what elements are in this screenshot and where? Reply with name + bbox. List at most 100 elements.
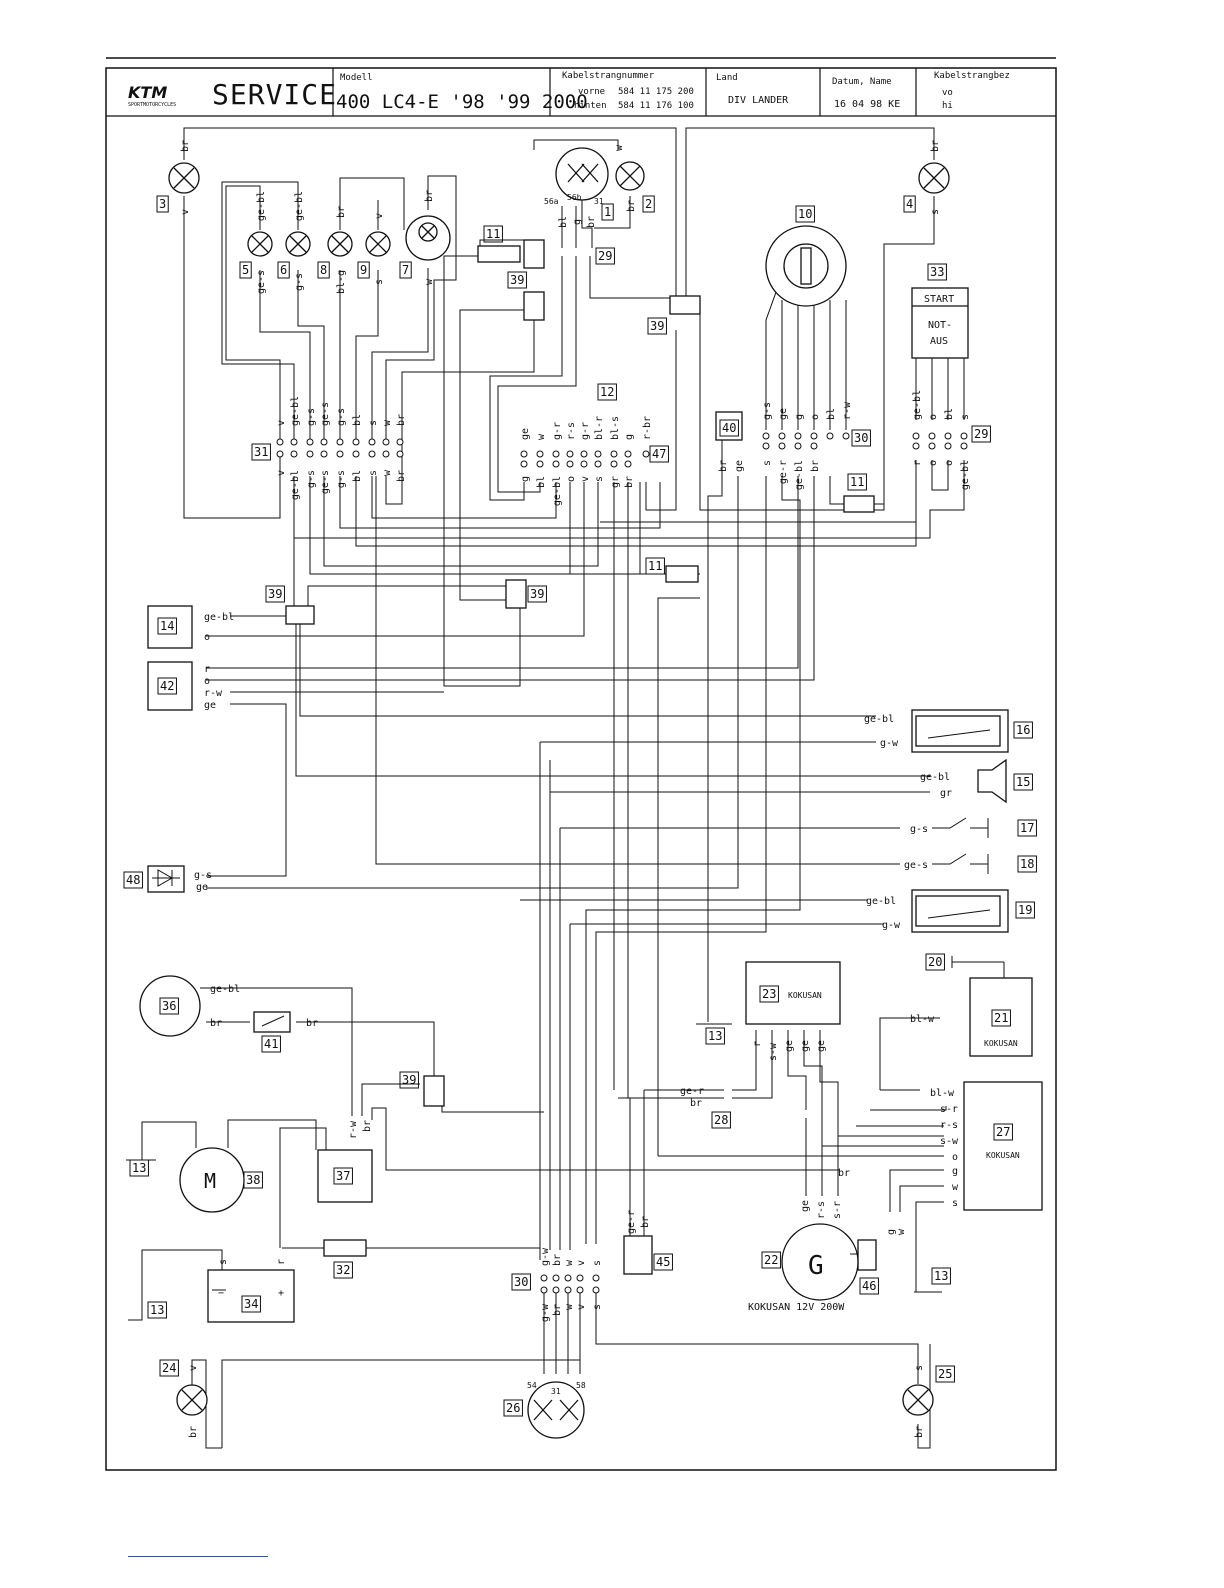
connector-31-bottom-pin [306, 450, 314, 458]
label-29-a: 29 [598, 249, 612, 263]
connector-31-bottom-wire-label: s [368, 470, 379, 476]
connector-47-bottom-wire-label: br [624, 476, 635, 488]
country-label: Land [716, 73, 738, 83]
lamp-5-icon [247, 231, 273, 257]
label-box [795, 205, 815, 223]
terminal-31: 31 [594, 197, 604, 206]
label-26: 26 [506, 1401, 520, 1415]
label-box [333, 1167, 353, 1185]
connector-47-bottom-pin [594, 460, 602, 468]
wire-27-b: s-r [940, 1104, 958, 1115]
connector-31-bottom-pin [276, 450, 284, 458]
connector-31-bottom-pin [352, 450, 360, 458]
connector-31-top-pin [382, 438, 390, 446]
wire-27-g: g [952, 1166, 958, 1177]
label-box [317, 261, 330, 279]
generator-caption: KOKUSAN 12V 200W [748, 1302, 845, 1313]
label-31: 31 [254, 445, 268, 459]
label-box [503, 1399, 523, 1417]
label-3: 3 [159, 197, 166, 211]
fuse-11-right [843, 495, 875, 513]
connector-47-top-wire-label: bl-r [594, 416, 605, 440]
connector-29-bottom-wire-label: o [944, 460, 955, 466]
label-28: 28 [714, 1113, 728, 1127]
connector-39-d [285, 605, 315, 625]
wire-37-a: r-w [348, 1120, 359, 1139]
label-box [711, 1111, 731, 1129]
label-18: 18 [1020, 857, 1034, 871]
lamp-2-icon [615, 161, 645, 191]
connector-30b-bottom-wire-label: s [592, 1304, 603, 1310]
wire-3-b: br [180, 140, 191, 152]
wire-34-b: r [276, 1259, 287, 1265]
wire-9-a: v [374, 213, 385, 219]
wire-25-b: br [914, 1426, 925, 1438]
connector-30-top-pin [794, 432, 802, 440]
connector-31-top-wire-label: s [368, 420, 379, 426]
label-box [399, 261, 412, 279]
wire-41: br [306, 1018, 318, 1029]
motor-symbol: M [204, 1169, 216, 1193]
label-box [1013, 773, 1033, 791]
connector-31-bottom-pin [336, 450, 344, 458]
fuse-11-middle [665, 565, 699, 583]
wire-19-b: g-w [882, 920, 901, 931]
label-box [993, 1123, 1013, 1141]
connector-29-top-pin [944, 432, 952, 440]
label-13-b: 13 [132, 1161, 146, 1175]
label-box [597, 383, 617, 401]
label-box [971, 425, 991, 443]
connector-30b-top-pin [576, 1274, 584, 1282]
label-10: 10 [798, 207, 812, 221]
connector-31-bottom-wire-label: bl [352, 470, 363, 482]
connector-47-bottom-pin [520, 460, 528, 468]
switch-19 [911, 889, 1009, 933]
connector-47-bottom-pin [610, 460, 618, 468]
component-42 [147, 661, 193, 711]
lamp-3-icon [168, 162, 200, 194]
relay-37 [317, 1149, 373, 1203]
connector-47-bottom-pin [552, 460, 560, 468]
connector-47-top-wire-label: bl-s [610, 416, 621, 440]
connector-31-bottom-wire-label: v [276, 470, 287, 476]
wire-23-d: ge [800, 1040, 811, 1052]
connector-31-top-wire-label: v [276, 420, 287, 426]
wire-16-a: ge-bl [864, 714, 894, 725]
label-39-c: 39 [268, 587, 282, 601]
fuse-11-top [477, 245, 521, 263]
connector-47-top-pin [594, 450, 602, 458]
label-17: 17 [1020, 821, 1034, 835]
connector-31-top-pin [306, 438, 314, 446]
label-40: 40 [722, 421, 736, 435]
label-box [277, 261, 290, 279]
speedo-lamp-7-icon [405, 215, 451, 261]
connector-30-bottom-wire-label: ge-bl [794, 460, 805, 490]
connector-30b-bottom-pin [564, 1286, 572, 1294]
connector-30b-top-pin [552, 1274, 560, 1282]
connector-31-top-pin [290, 438, 298, 446]
label-box [157, 617, 177, 635]
wire-45-a: ge-r [626, 1210, 637, 1234]
label-6: 6 [280, 263, 287, 277]
wire-22-b: r-s [816, 1201, 827, 1219]
battery-minus: − [218, 1288, 224, 1299]
wire-14-b: o [204, 632, 210, 643]
component-14 [147, 605, 193, 649]
connector-47-bottom-pin [624, 460, 632, 468]
connector-29-bottom-wire-label: o [928, 460, 939, 466]
label-46: 46 [862, 1279, 876, 1293]
connector-31-bottom-wire-label: ge-bl [290, 470, 301, 500]
label-box [991, 1009, 1011, 1027]
footer-link-underline[interactable] [128, 1556, 268, 1557]
harness-desc-front: vo [942, 88, 953, 98]
connector-30b-top-pin [540, 1274, 548, 1282]
connector-30b-top-wire-label: w [564, 1259, 575, 1266]
wire-36-a: ge-bl [210, 984, 240, 995]
connector-31-bottom-wire-label: ge-s [320, 470, 331, 494]
date-label: Datum, Name [832, 77, 892, 87]
connector-47-top-wire-label: g-r [580, 422, 591, 440]
wire-48-b: ge [196, 882, 208, 893]
battery-34 [207, 1269, 295, 1323]
sensor-46 [857, 1239, 877, 1271]
